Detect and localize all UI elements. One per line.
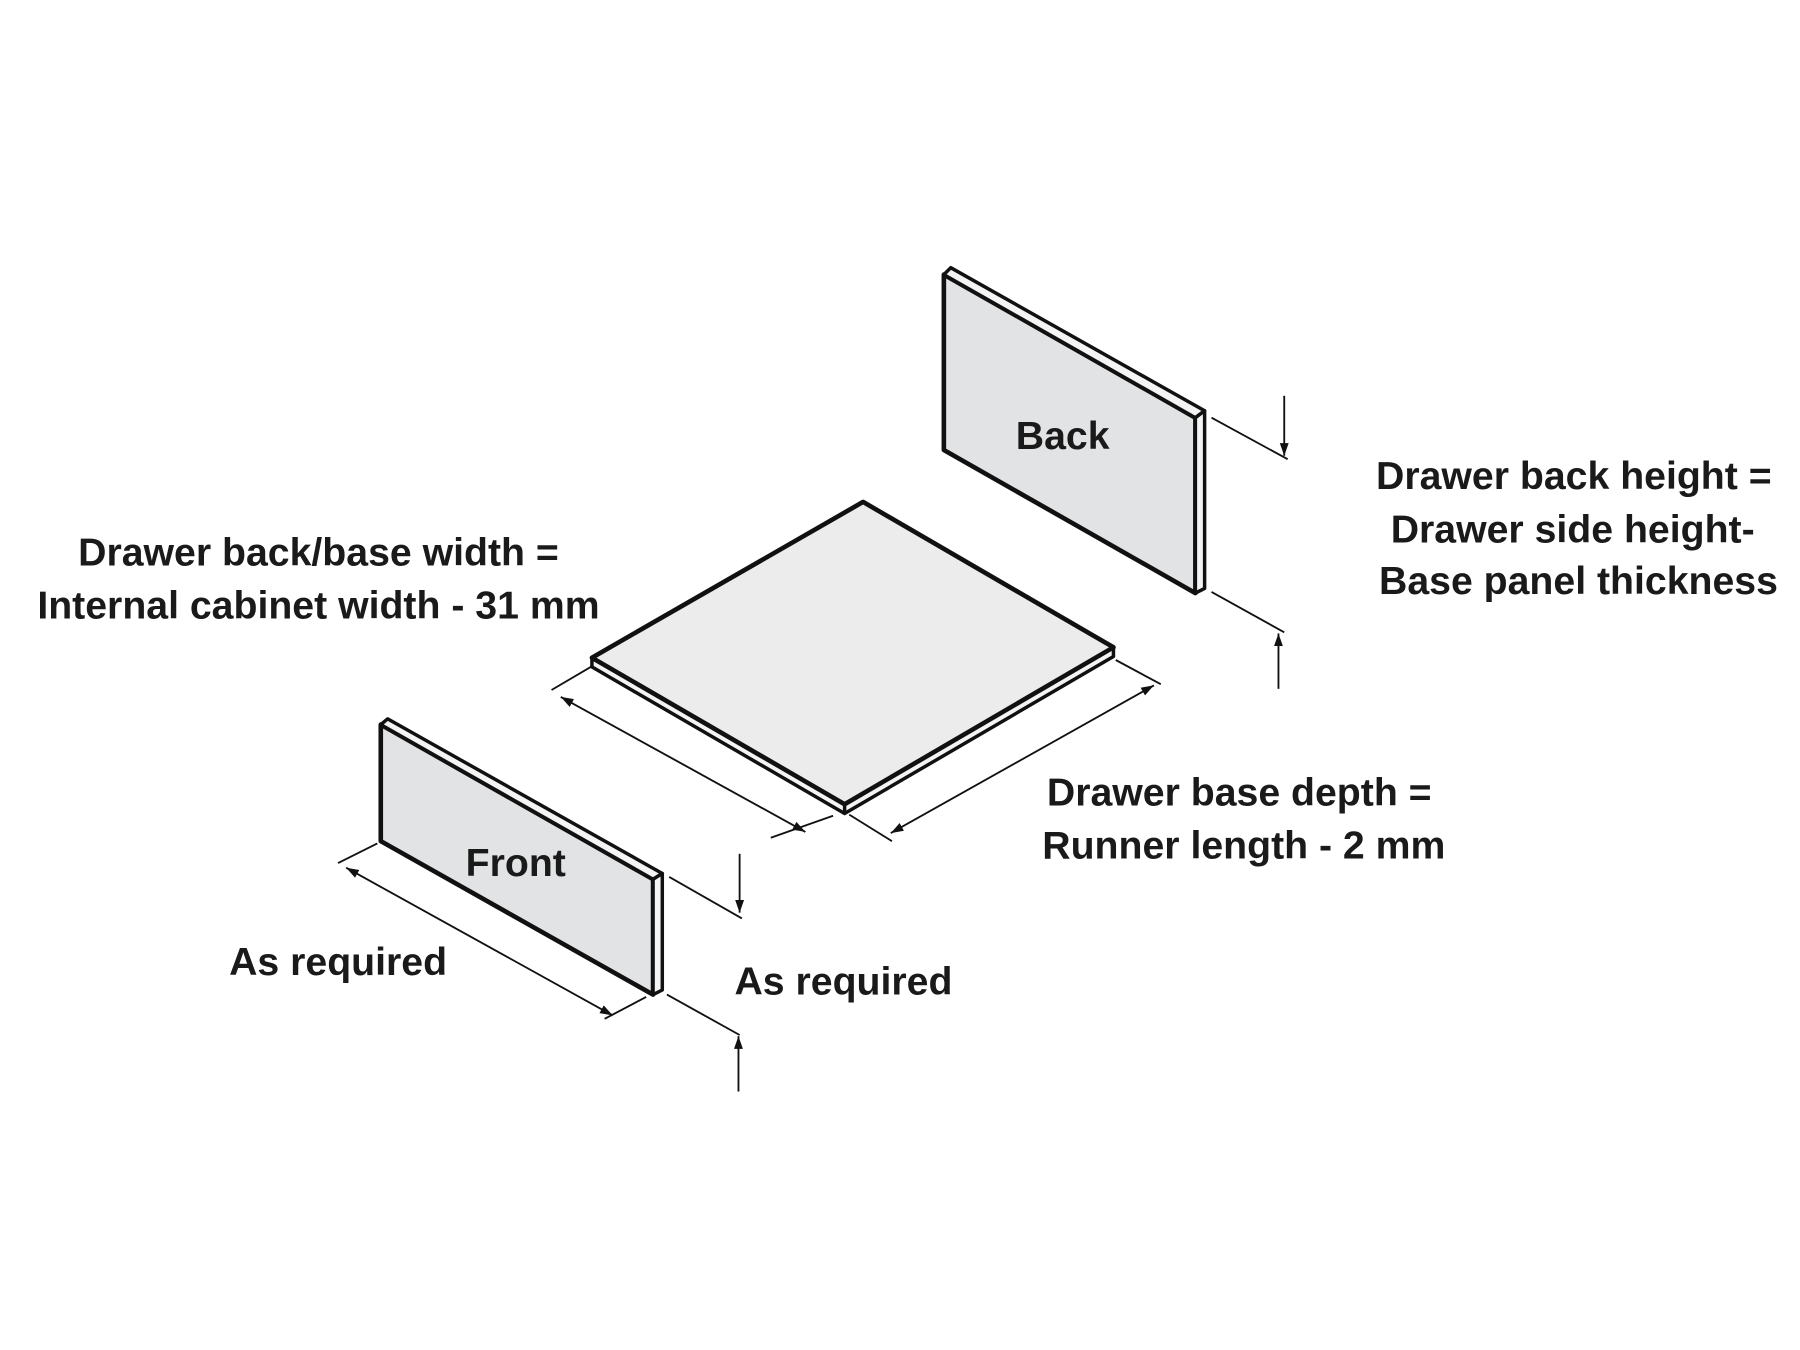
back-height-line-1: Drawer back height = bbox=[1376, 454, 1772, 498]
base-depth-line-2: Runner length - 2 mm bbox=[1042, 823, 1445, 867]
front-width-dimension bbox=[337, 842, 647, 1020]
back-panel-label: Back bbox=[1016, 414, 1110, 458]
back-height-line-3: Base panel thickness bbox=[1379, 559, 1778, 603]
front-height-label: As required bbox=[734, 960, 952, 1004]
front-height-dimension bbox=[666, 853, 745, 1092]
back-panel: Back bbox=[941, 265, 1207, 596]
back-height-dimension bbox=[1211, 395, 1289, 689]
base-depth-dimension bbox=[848, 659, 1162, 842]
back-base-width-label: Drawer back/base width = Internal cabine… bbox=[37, 530, 599, 627]
back-height-label: Drawer back height = Drawer side height-… bbox=[1376, 454, 1778, 603]
back-base-width-line-2: Internal cabinet width - 31 mm bbox=[37, 583, 599, 627]
base-depth-label: Drawer base depth = Runner length - 2 mm bbox=[1042, 770, 1445, 867]
front-width-label: As required bbox=[229, 940, 447, 984]
front-panel-label: Front bbox=[466, 841, 566, 885]
base-panel bbox=[589, 499, 1116, 816]
back-height-line-2: Drawer side height- bbox=[1391, 507, 1755, 551]
base-depth-line-1: Drawer base depth = bbox=[1047, 770, 1432, 814]
base-width-dimension bbox=[551, 666, 834, 839]
back-base-width-line-1: Drawer back/base width = bbox=[78, 530, 559, 574]
